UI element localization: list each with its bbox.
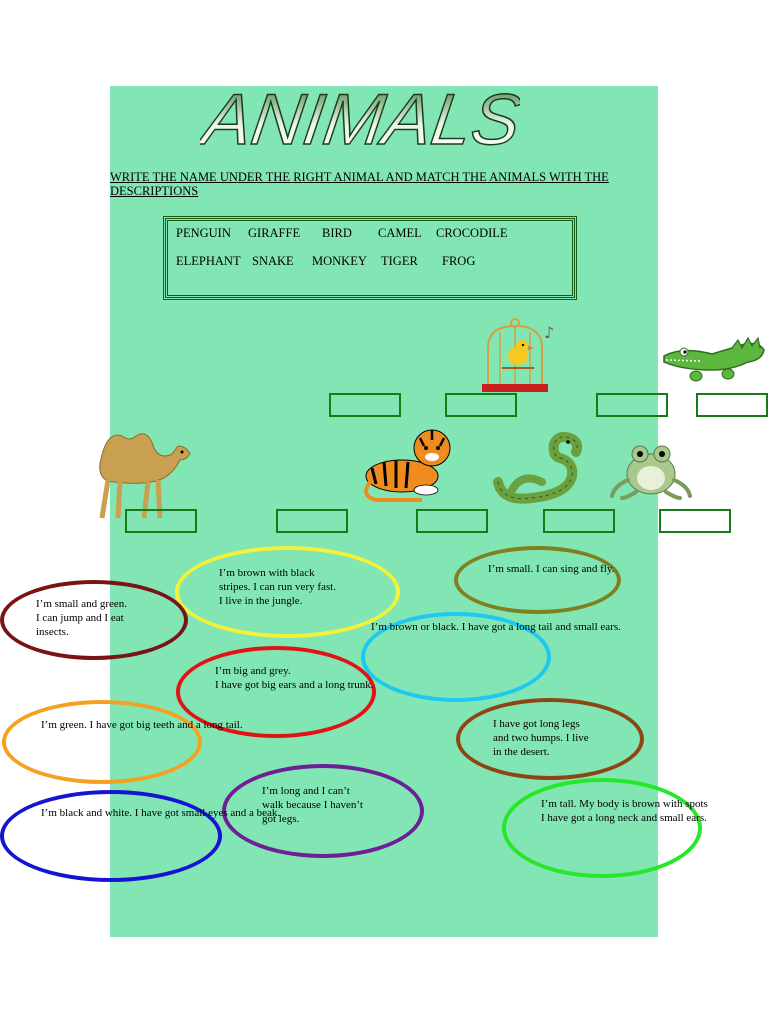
bird-in-cage-picture: ♪ <box>482 318 554 392</box>
word-camel: CAMEL <box>378 226 422 240</box>
description-ellipse-tiger[interactable] <box>175 546 400 638</box>
answer-box-5[interactable] <box>125 509 197 533</box>
frog-picture <box>610 445 692 500</box>
answer-box-6[interactable] <box>276 509 348 533</box>
answer-box-9[interactable] <box>659 509 731 533</box>
description-text-monkey: I’m brown or black. I have got a long ta… <box>371 621 621 633</box>
word-penguin: PENGUIN <box>176 226 231 240</box>
word-snake: SNAKE <box>252 254 294 268</box>
word-tiger: TIGER <box>381 254 418 268</box>
description-text-elephant: I’m big and grey. I have got big ears an… <box>215 665 374 691</box>
answer-box-3[interactable] <box>596 393 668 417</box>
word-frog: FROG <box>442 254 476 268</box>
answer-box-7[interactable] <box>416 509 488 533</box>
word-monkey: MONKEY <box>312 254 367 268</box>
description-ellipse-monkey[interactable] <box>361 612 551 702</box>
answer-box-4[interactable] <box>696 393 768 417</box>
title-text: ANIMALS <box>200 80 520 158</box>
description-ellipse-crocodile[interactable] <box>2 700 202 784</box>
answer-box-2[interactable] <box>445 393 517 417</box>
word-elephant: ELEPHANT <box>176 254 241 268</box>
description-ellipse-snake[interactable] <box>222 764 424 858</box>
description-text-crocodile: I’m green. I have got big teeth and a lo… <box>41 719 243 731</box>
description-ellipse-elephant[interactable] <box>176 646 376 738</box>
description-ellipse-penguin[interactable] <box>0 790 222 882</box>
description-ellipse-camel[interactable] <box>456 698 644 780</box>
description-text-bird: I’m small. I can sing and fly. <box>488 563 615 575</box>
description-text-snake: I’m long and I can’t walk because I have… <box>262 785 363 825</box>
word-crocodile: CROCODILE <box>436 226 508 240</box>
answer-box-8[interactable] <box>543 509 615 533</box>
description-text-frog: I’m small and green. I can jump and I ea… <box>36 598 128 638</box>
description-text-penguin: I’m black and white. I have got small ey… <box>41 807 281 819</box>
camel-picture <box>99 433 191 519</box>
svg-text:♪: ♪ <box>544 323 554 342</box>
description-text-giraffe: I’m tall. My body is brown with spots I … <box>541 798 708 824</box>
description-text-tiger: I’m brown with black stripes. I can run … <box>219 567 336 607</box>
worksheet-title: ANIMALS <box>200 80 520 158</box>
description-text-camel: I have got long legs and two humps. I li… <box>493 718 589 758</box>
word-bird: BIRD <box>322 226 352 240</box>
word-bank: PENGUIN GIRAFFE BIRD CAMEL CROCODILE ELE… <box>163 216 577 300</box>
tiger-picture <box>364 429 451 502</box>
answer-box-1[interactable] <box>329 393 401 417</box>
crocodile-picture <box>663 336 765 382</box>
description-ellipse-bird[interactable] <box>454 546 621 614</box>
word-giraffe: GIRAFFE <box>248 226 301 240</box>
snake-picture <box>493 432 583 504</box>
description-ellipse-giraffe[interactable] <box>502 778 702 878</box>
instruction-text: WRITE THE NAME UNDER THE RIGHT ANIMAL AN… <box>110 170 609 198</box>
description-ellipse-frog[interactable] <box>0 580 188 660</box>
